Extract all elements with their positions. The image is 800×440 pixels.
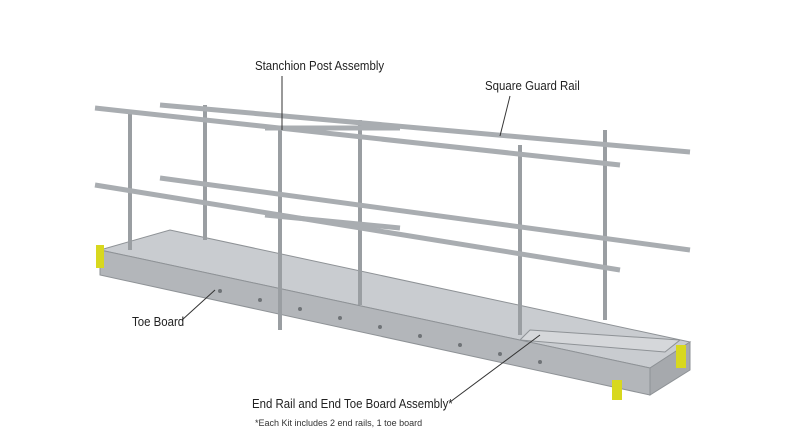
walkway-plank	[96, 229, 692, 400]
footnote: *Each Kit includes 2 end rails, 1 toe bo…	[255, 418, 423, 428]
end-cap-right	[676, 345, 686, 368]
guard-rails	[94, 102, 691, 273]
label-end-rail-assembly: End Rail and End Toe Board Assembly*	[252, 396, 453, 411]
label-toe-board: Toe Board	[132, 314, 185, 329]
label-stanchion-post-assembly: Stanchion Post Assembly	[255, 58, 385, 73]
end-cap-left	[96, 245, 104, 268]
end-toe-board	[518, 329, 682, 353]
leader-lines	[181, 76, 541, 403]
label-square-guard-rail: Square Guard Rail	[485, 78, 580, 93]
